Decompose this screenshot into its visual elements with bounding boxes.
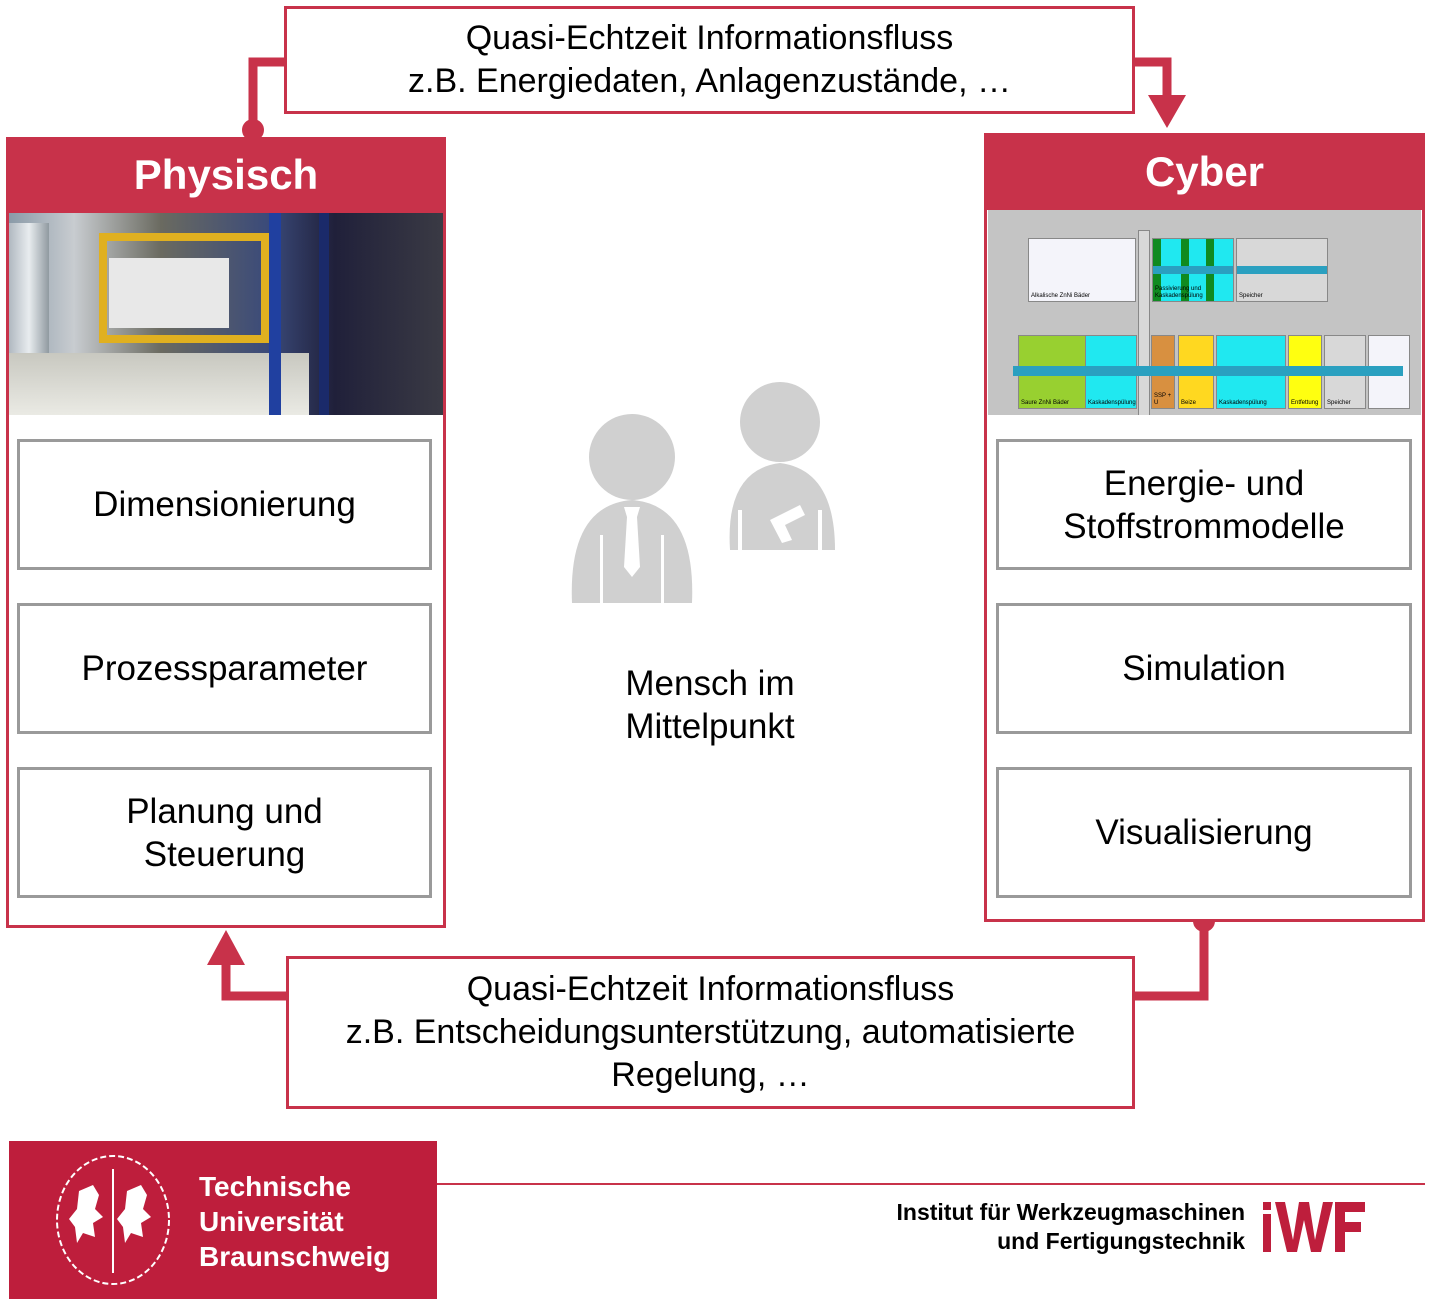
center-line1: Mensch im bbox=[625, 664, 795, 703]
top-flow-line1: Quasi-Echtzeit Informationsfluss bbox=[465, 19, 954, 57]
connector-top-left bbox=[248, 57, 286, 130]
sim-label: Alkalische ZnNi Bäder bbox=[1031, 293, 1091, 299]
sim-label: Speicher bbox=[1239, 293, 1263, 299]
simulation-model-image: Alkalische ZnNi Bäder Passivierung und K… bbox=[988, 210, 1421, 415]
sim-label: Beize bbox=[1181, 400, 1197, 406]
people-icon bbox=[571, 382, 835, 603]
arrow-down-icon bbox=[1148, 95, 1186, 128]
iwf-logo-icon bbox=[1263, 1202, 1365, 1252]
center-line2: Mittelpunkt bbox=[625, 707, 795, 746]
arrow-up-icon bbox=[207, 930, 245, 965]
item-label: Simulation bbox=[1122, 649, 1286, 688]
sim-label: Kaskadenspülung bbox=[1088, 400, 1136, 406]
item-label: Prozessparameter bbox=[81, 649, 368, 688]
iwf-institute-name: Institut für Werkzeugmaschinen und Ferti… bbox=[897, 1198, 1245, 1256]
physisch-title: Physisch bbox=[133, 151, 319, 198]
cyber-header: Cyber bbox=[984, 133, 1425, 210]
physisch-header: Physisch bbox=[6, 137, 446, 213]
plant-photo bbox=[9, 213, 443, 415]
footer-divider bbox=[437, 1183, 1425, 1185]
cyber-title: Cyber bbox=[1144, 147, 1265, 195]
tu-seal-icon bbox=[56, 1155, 170, 1285]
tu-line2: Universität bbox=[199, 1206, 344, 1237]
connector-bottom-left bbox=[221, 960, 286, 1001]
cyber-item-visualisierung: Visualisierung bbox=[996, 767, 1412, 898]
iwf-line1: Institut für Werkzeugmaschinen bbox=[896, 1199, 1245, 1225]
sim-label: Passivierung und Kaskadenspülung bbox=[1155, 286, 1203, 299]
sim-label: Speicher bbox=[1327, 400, 1351, 406]
bottom-info-flow-box: Quasi-Echtzeit Informationsfluss z.B. En… bbox=[286, 956, 1135, 1109]
tu-line1: Technische bbox=[199, 1171, 351, 1202]
bottom-flow-line1: Quasi-Echtzeit Informationsfluss bbox=[466, 970, 955, 1008]
cyber-item-simulation: Simulation bbox=[996, 603, 1412, 734]
iwf-line2: und Fertigungstechnik bbox=[997, 1228, 1245, 1254]
top-info-flow-box: Quasi-Echtzeit Informationsfluss z.B. En… bbox=[284, 6, 1135, 114]
item-label: Planung und Steuerung bbox=[126, 791, 323, 874]
physisch-item-planung: Planung und Steuerung bbox=[17, 767, 432, 898]
cyber-item-modelle: Energie- und Stoffstrommodelle bbox=[996, 439, 1412, 570]
bottom-flow-line2: z.B. Entscheidungsunterstützung, automat… bbox=[345, 1013, 1076, 1051]
bottom-flow-line3: Regelung, … bbox=[611, 1056, 810, 1094]
connector-dot bbox=[242, 119, 264, 141]
item-label: Energie- und Stoffstrommodelle bbox=[1063, 463, 1345, 546]
sim-label: Saure ZnNi Bäder bbox=[1021, 400, 1070, 406]
connector-bottom-right bbox=[1134, 921, 1209, 1001]
sim-label: Kaskadenspülung bbox=[1219, 400, 1267, 406]
item-label: Visualisierung bbox=[1095, 813, 1313, 852]
sim-label: Entfettung bbox=[1291, 400, 1319, 406]
physisch-item-dimensionierung: Dimensionierung bbox=[17, 439, 432, 570]
tu-braunschweig-logo: Technische Universität Braunschweig bbox=[9, 1141, 437, 1299]
item-label: Dimensionierung bbox=[93, 485, 356, 524]
tu-line3: Braunschweig bbox=[199, 1241, 391, 1272]
center-label: Mensch im Mittelpunkt bbox=[560, 662, 860, 748]
sim-label: SSP + U bbox=[1154, 393, 1172, 406]
top-flow-line2: z.B. Energiedaten, Anlagenzustände, … bbox=[408, 62, 1011, 100]
connector-top-right bbox=[1134, 57, 1172, 100]
physisch-item-prozessparameter: Prozessparameter bbox=[17, 603, 432, 734]
